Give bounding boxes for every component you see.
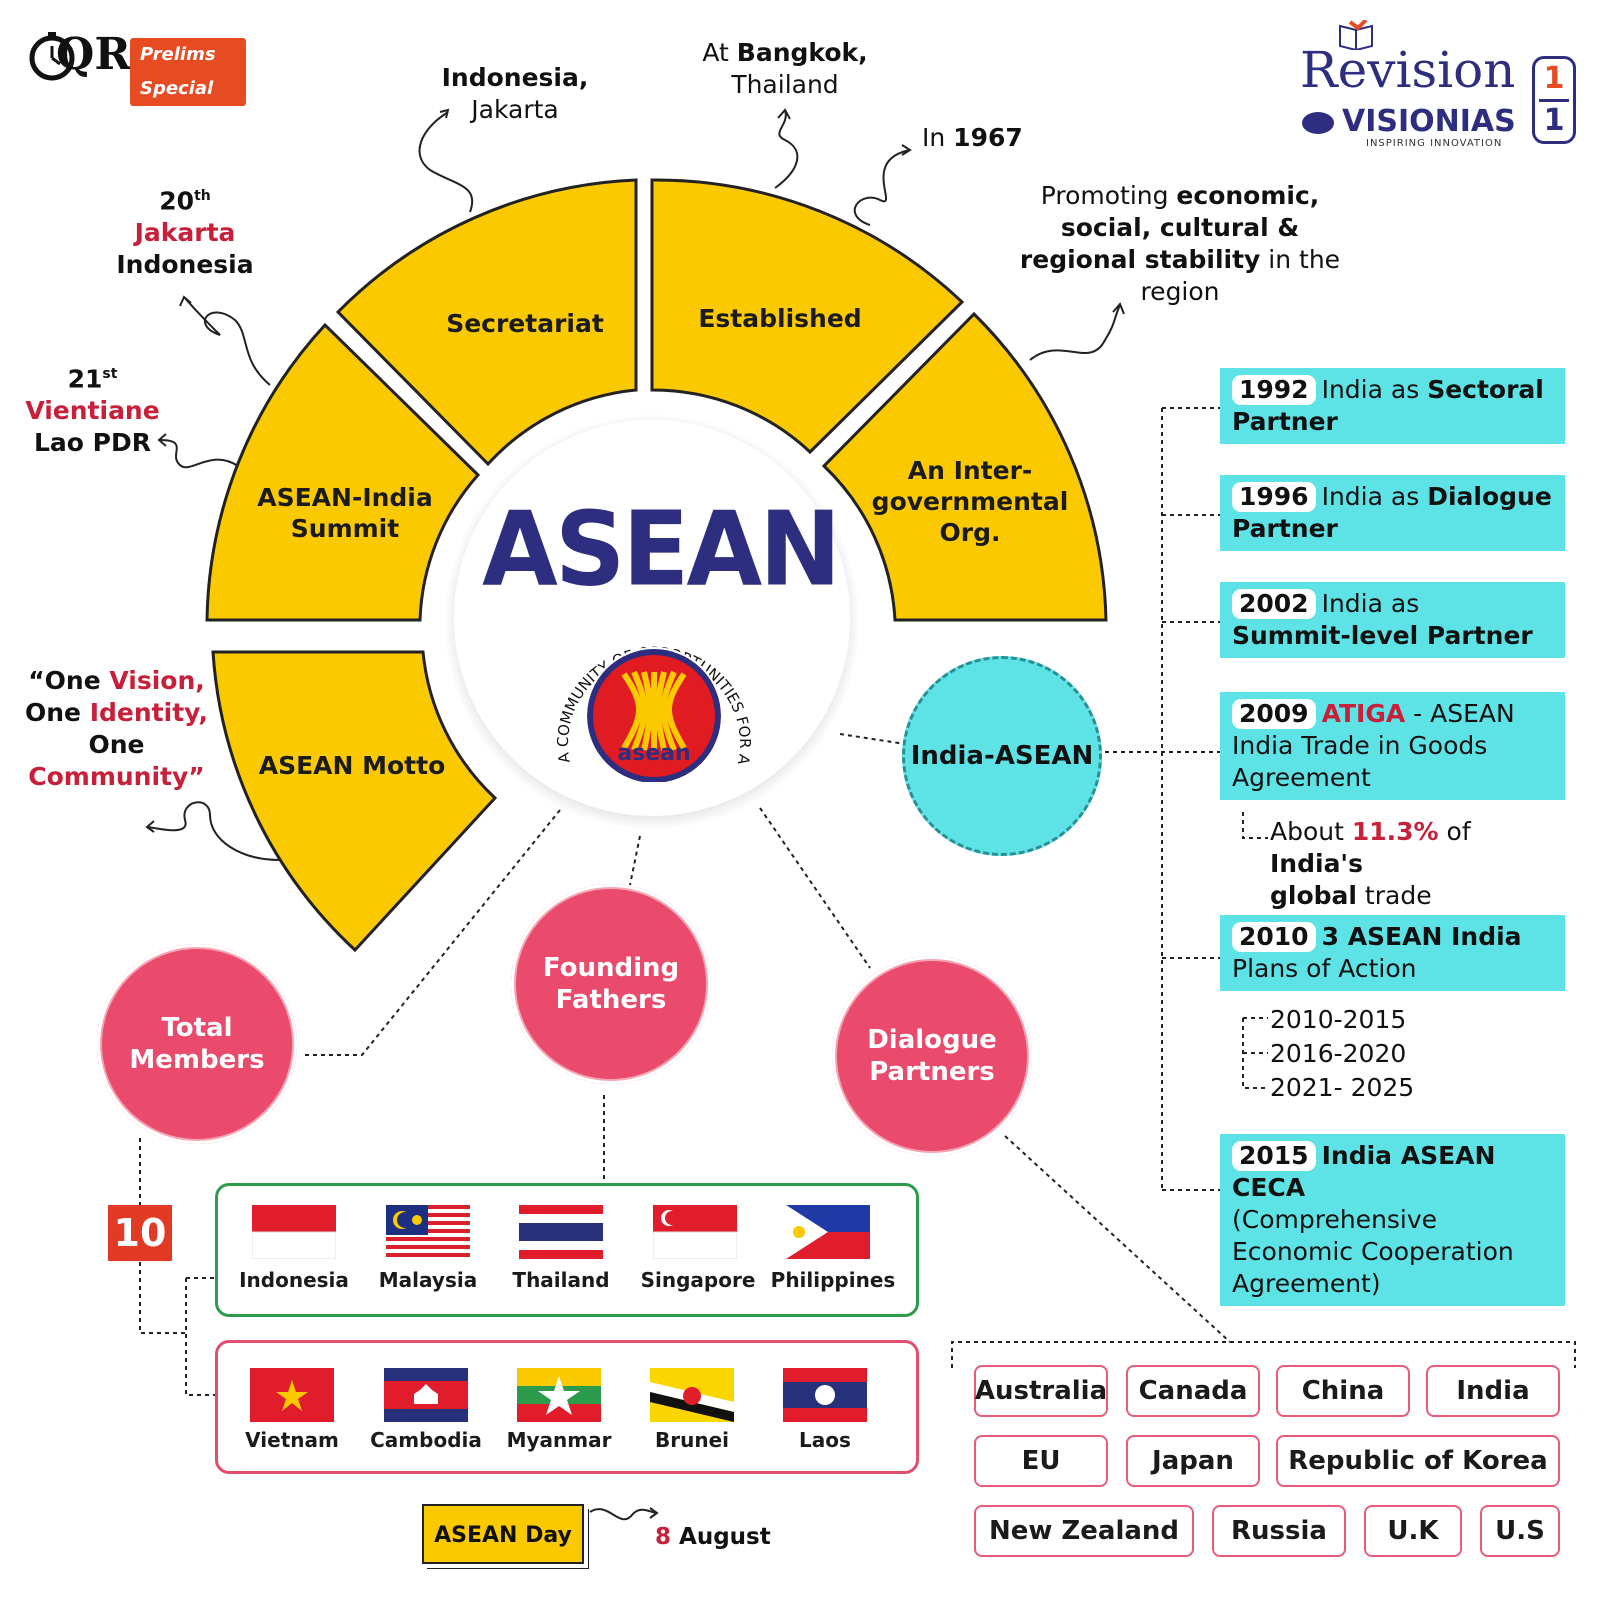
member-cambodia: Cambodia <box>370 1428 482 1452</box>
qr-text: QR <box>56 29 131 80</box>
member-laos: Laos <box>799 1428 851 1452</box>
member-thailand: Thailand <box>512 1268 610 1292</box>
plan-of-action-1: 2010-2015 <box>1270 1005 1407 1034</box>
partner-new-zealand: New Zealand <box>974 1505 1194 1557</box>
member-count-badge: 10 <box>108 1205 172 1261</box>
founding-members-row <box>215 1183 919 1317</box>
visionias-swoosh-icon <box>1302 112 1334 134</box>
member-singapore: Singapore <box>640 1268 756 1292</box>
partner-republic-of-korea: Republic of Korea <box>1276 1435 1560 1487</box>
member-brunei: Brunei <box>654 1428 729 1452</box>
qr-logo: QR Prelims Special <box>26 24 246 106</box>
flag-laos-icon <box>783 1368 867 1422</box>
asean-center-circle <box>454 420 850 816</box>
flag-brunei-icon <box>650 1368 734 1422</box>
member-indonesia: Indonesia <box>239 1268 349 1292</box>
partner-australia: Australia <box>974 1365 1108 1417</box>
segment-asean-motto <box>211 650 498 953</box>
partner-china: China <box>1276 1365 1410 1417</box>
secretariat-location: Indonesia, Jakarta <box>441 63 589 124</box>
established-label: Established <box>698 304 862 333</box>
plan-of-action-3: 2021- 2025 <box>1270 1073 1415 1102</box>
member-vietnam: Vietnam <box>245 1428 339 1452</box>
flag-philippines-icon <box>786 1205 870 1259</box>
asean-motto-label: ASEAN Motto <box>258 751 446 780</box>
member-myanmar: Myanmar <box>506 1428 612 1452</box>
segment-intergovernmental <box>821 311 1108 622</box>
flag-indonesia-icon <box>252 1205 336 1259</box>
asean-day-badge: ASEAN Day <box>422 1504 584 1564</box>
flag-cambodia-icon <box>384 1368 468 1422</box>
revision-wordmark: Revision <box>1300 41 1516 99</box>
partner-japan: Japan <box>1126 1435 1260 1487</box>
segment-established <box>650 178 965 455</box>
intergovernmental-label: An Inter- governmental Org. <box>871 456 1069 547</box>
segment-asean-india-summit <box>205 322 481 622</box>
india-asean-circle: India-ASEAN <box>902 656 1102 856</box>
flag-malaysia-icon <box>386 1205 470 1259</box>
prelims-special-badge: Prelims Special <box>130 38 246 106</box>
partner-eu: EU <box>974 1435 1108 1487</box>
partner-russia: Russia <box>1212 1505 1346 1557</box>
partner-india: India <box>1426 1365 1560 1417</box>
asean-india-summit-label: ASEAN-India Summit <box>257 483 433 543</box>
clock-icon <box>29 32 75 81</box>
segment-secretariat <box>335 178 638 467</box>
asean-day-date: 8 August <box>655 1524 771 1550</box>
flag-myanmar-icon <box>517 1368 601 1422</box>
secretariat-label: Secretariat <box>446 309 604 338</box>
flag-thailand-icon <box>519 1205 603 1259</box>
motto-text: “One Vision, One Identity, One Community… <box>25 666 208 791</box>
member-malaysia: Malaysia <box>378 1268 478 1292</box>
revision-counter: 1 1 <box>1532 56 1576 144</box>
flag-vietnam-icon <box>250 1368 334 1422</box>
revision-logo: Revision VISIONIAS INSPIRING INNOVATION … <box>1296 20 1586 150</box>
book-icon <box>1339 20 1373 50</box>
asean-title: ASEAN <box>482 490 841 610</box>
asean-emblem: A COMMUNITY OF OPPORTUNITIES FOR ALL ase… <box>548 612 754 782</box>
established-year: In 1967 <box>922 123 1023 152</box>
plan-of-action-2: 2016-2020 <box>1270 1039 1407 1068</box>
summit-21st: 21st Vientiane Lao PDR <box>25 364 160 458</box>
member-philippines: Philippines <box>770 1268 896 1292</box>
established-location: At Bangkok, Thailand <box>702 38 868 99</box>
flag-singapore-icon <box>653 1205 737 1259</box>
partner-us: U.S <box>1480 1505 1560 1557</box>
partner-canada: Canada <box>1126 1365 1260 1417</box>
partner-uk: U.K <box>1364 1505 1462 1557</box>
later-members-row <box>215 1340 919 1474</box>
summit-20th: 20th Jakarta Indonesia <box>116 186 254 280</box>
emblem-wordmark: asean <box>617 741 690 766</box>
rice-stalks-icon <box>621 670 687 752</box>
organisation-purpose: Promoting economic, social, cultural & r… <box>1019 181 1341 306</box>
